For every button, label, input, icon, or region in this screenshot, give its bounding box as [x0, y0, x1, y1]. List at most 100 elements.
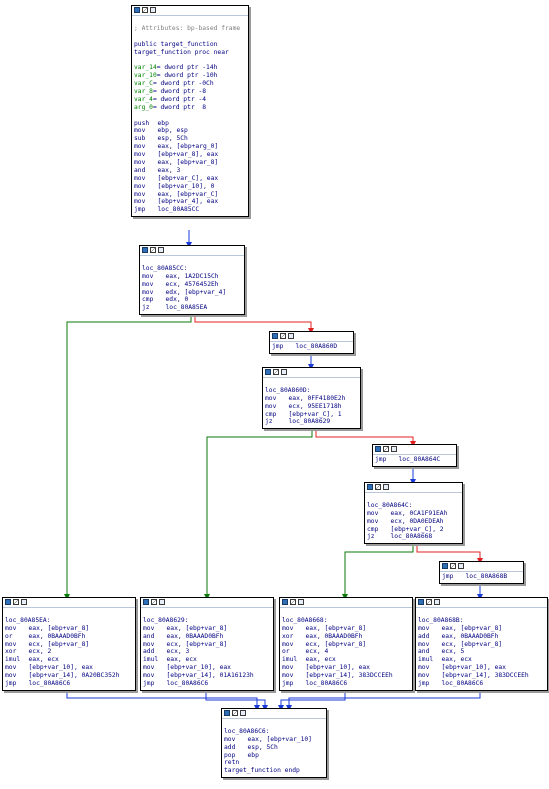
flow-edge-uncond[interactable] [205, 690, 268, 711]
color-picker-icon[interactable] [367, 484, 373, 490]
graph-overview-icon[interactable] [281, 369, 287, 375]
code-line[interactable]: mov[ebp+var_14], 0A20BC352h [5, 672, 133, 680]
rename-pencil-icon[interactable] [383, 446, 389, 452]
color-picker-icon[interactable] [272, 333, 278, 339]
code-line[interactable]: loc_80A860D: [265, 387, 358, 395]
rename-pencil-icon[interactable] [232, 710, 238, 716]
rename-pencil-icon[interactable] [375, 484, 381, 490]
graph-overview-icon[interactable] [158, 247, 164, 253]
code-line[interactable]: mov[ebp+var_14], 383DCCEEh [418, 672, 545, 680]
rename-pencil-icon[interactable] [273, 369, 279, 375]
rename-pencil-icon[interactable] [142, 7, 148, 13]
code-line[interactable]: var_8= dword ptr -8 [134, 88, 246, 96]
code-line[interactable]: loc_80A864C: [367, 502, 460, 510]
color-picker-icon[interactable] [142, 247, 148, 253]
flow-edge-false[interactable] [416, 545, 483, 564]
flow-edge-true[interactable] [204, 430, 313, 600]
code-line[interactable]: loc_80A85EA: [5, 617, 133, 625]
graph-overview-icon[interactable] [383, 484, 389, 490]
color-picker-icon[interactable] [143, 599, 149, 605]
code-line[interactable]: target_function proc near [134, 49, 246, 57]
code-line[interactable]: loc_80A86C6: [224, 728, 324, 736]
color-picker-icon[interactable] [442, 563, 448, 569]
graph-overview-icon[interactable] [434, 599, 440, 605]
graph-overview-icon[interactable] [150, 7, 156, 13]
rename-pencil-icon[interactable] [450, 563, 456, 569]
color-picker-icon[interactable] [418, 599, 424, 605]
flow-edge-true[interactable] [64, 317, 192, 600]
code-line[interactable]: mov[ebp+var_14], 01A16123h [143, 672, 271, 680]
rename-pencil-icon[interactable] [151, 599, 157, 605]
code-line[interactable]: mov[ebp+var_C], eax [134, 175, 246, 183]
code-line[interactable]: var_10= dword ptr -10h [134, 72, 246, 80]
code-line[interactable]: ; Attributes: bp-based frame [134, 25, 246, 33]
color-picker-icon[interactable] [224, 710, 230, 716]
code-line[interactable]: target_function endp [224, 767, 324, 775]
graph-overview-icon[interactable] [458, 563, 464, 569]
code-line[interactable]: var_4= dword ptr -4 [134, 96, 246, 104]
code-line[interactable]: var_14= dword ptr -14h [134, 64, 246, 72]
graph-overview-icon[interactable] [298, 599, 304, 605]
color-picker-icon[interactable] [265, 369, 271, 375]
code-line[interactable]: loc_80A8668: [282, 617, 410, 625]
flow-edge-uncond[interactable] [286, 690, 481, 711]
code-line[interactable]: mov[ebp+var_10], eax [143, 664, 271, 672]
color-picker-icon[interactable] [375, 446, 381, 452]
color-picker-icon[interactable] [134, 7, 140, 13]
rename-pencil-icon[interactable] [280, 333, 286, 339]
graph-overview-icon[interactable] [391, 446, 397, 452]
rename-pencil-icon[interactable] [426, 599, 432, 605]
color-picker-icon[interactable] [5, 599, 11, 605]
code-line[interactable]: cmp[ebp+var_C], 1 [265, 411, 358, 419]
code-line[interactable]: var_C= dword ptr -0Ch [134, 80, 246, 88]
graph-overview-icon[interactable] [240, 710, 246, 716]
flow-edge-false[interactable] [315, 430, 416, 447]
code-line[interactable]: loc_80A8629: [143, 617, 271, 625]
rename-pencil-icon[interactable] [150, 247, 156, 253]
